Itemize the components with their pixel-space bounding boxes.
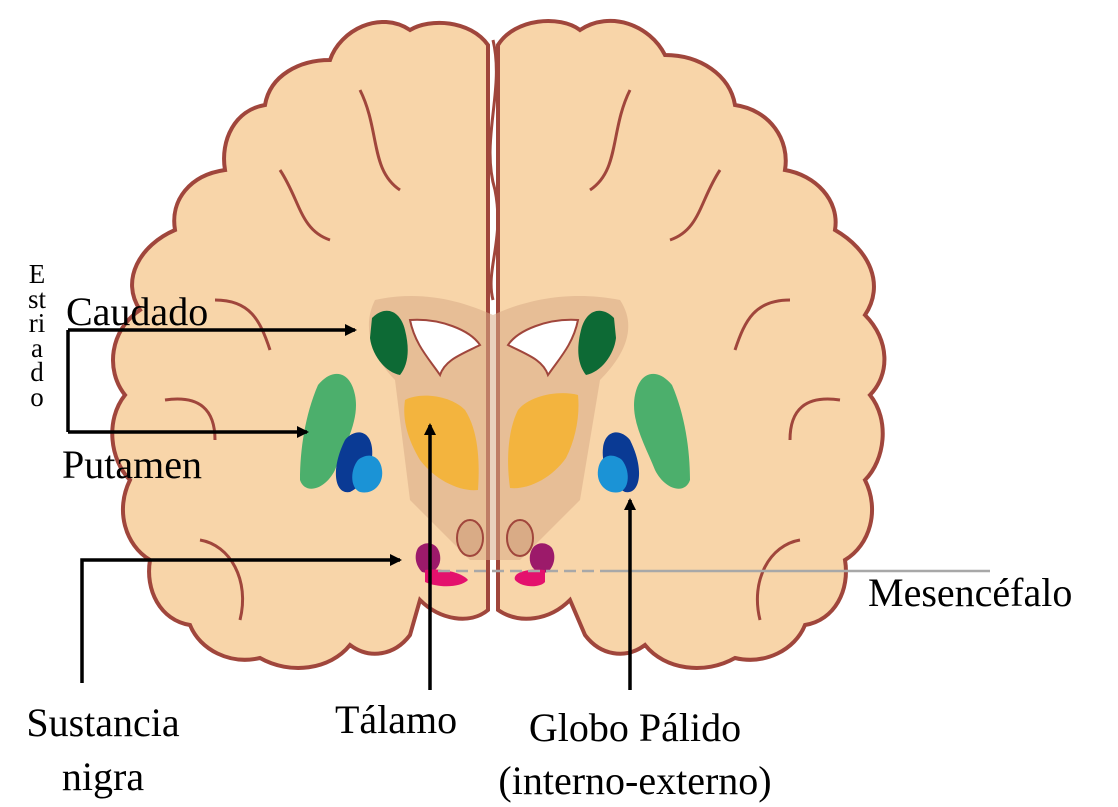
globo-palido-label-line1: Globo Pálido	[500, 708, 770, 748]
sustancia-nigra-label-line1: Sustancia	[8, 703, 198, 743]
right-substantia-nigra-dark	[530, 543, 555, 572]
caudado-label: Caudado	[66, 292, 208, 332]
globo-palido-label-line2: (interno-externo)	[470, 761, 800, 801]
left-substantia-nigra-dark	[416, 543, 441, 572]
estriado-label: Estriado	[27, 262, 47, 409]
mesencefalo-label: Mesencéfalo	[868, 573, 1072, 613]
midbrain-circle-right	[507, 520, 533, 556]
midbrain-circle-left	[457, 520, 483, 556]
talamo-label: Tálamo	[335, 700, 457, 740]
putamen-label: Putamen	[62, 445, 202, 485]
sustancia-nigra-label-line2: nigra	[8, 757, 198, 797]
